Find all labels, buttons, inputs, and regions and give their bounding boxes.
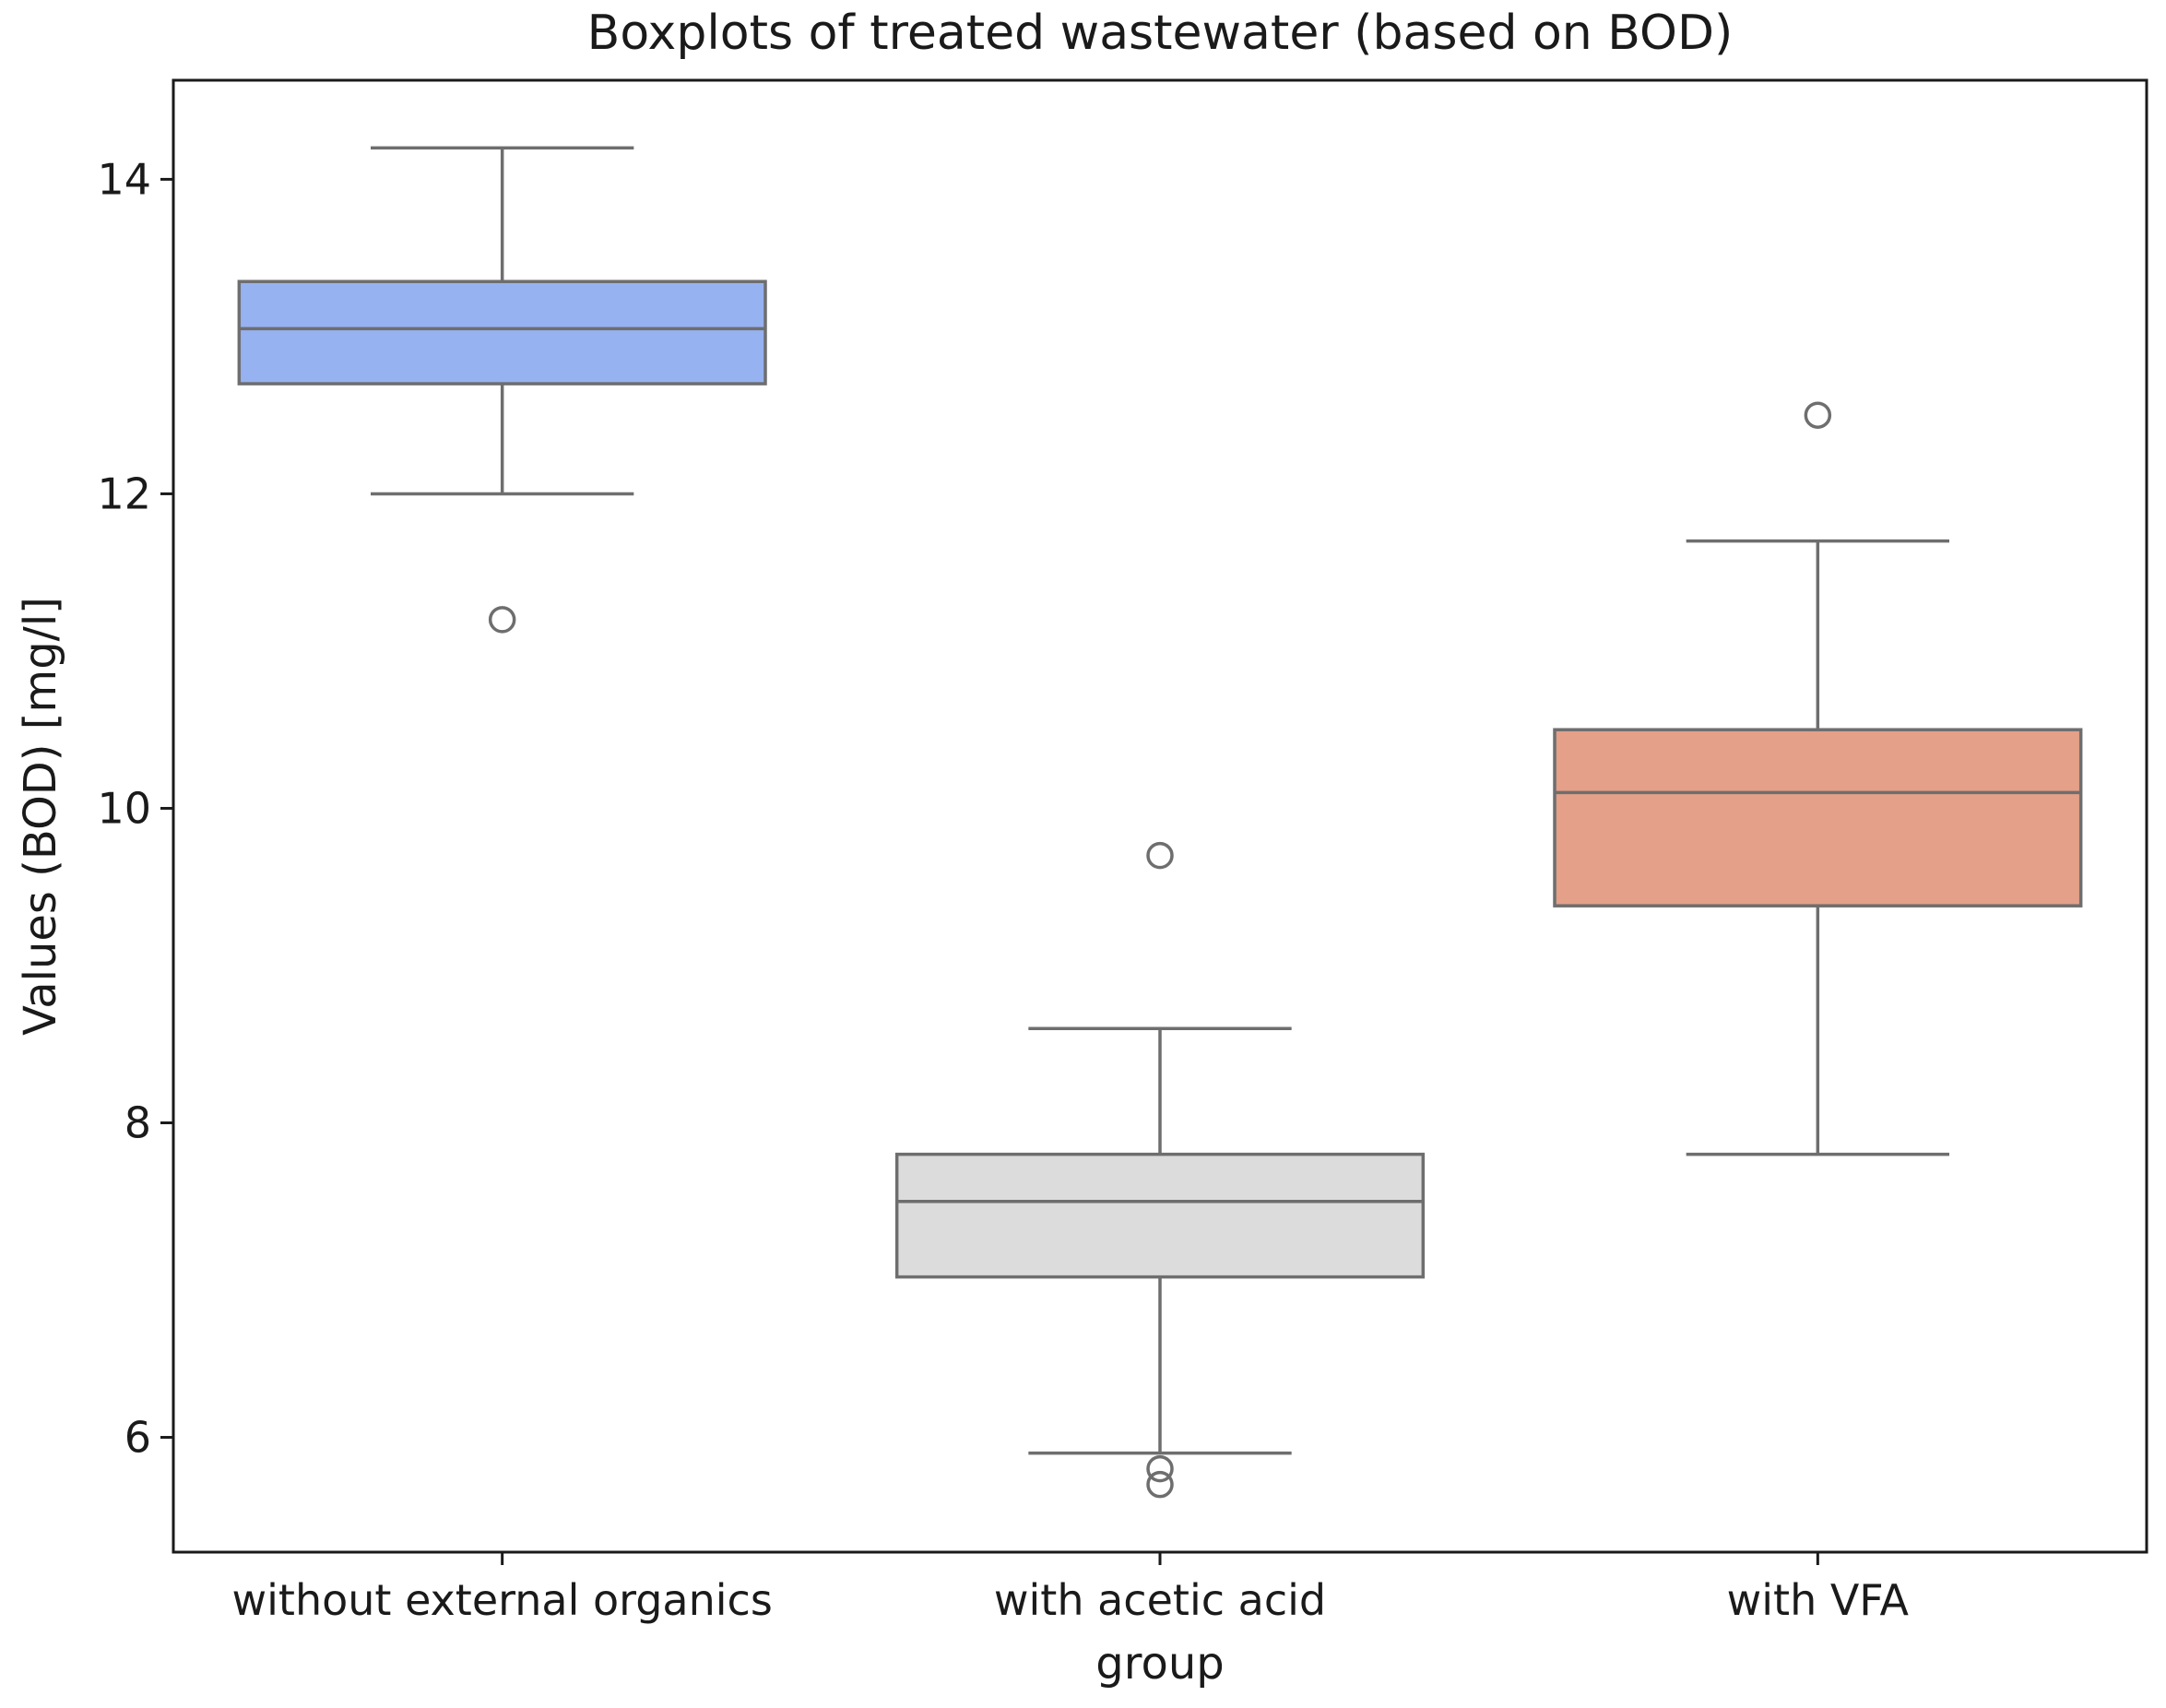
outlier-point bbox=[1146, 1454, 1174, 1483]
x-axis-label: group bbox=[1095, 1638, 1224, 1690]
box-group bbox=[237, 146, 767, 634]
outlier-point bbox=[1146, 841, 1174, 870]
iqr-box bbox=[1553, 728, 2083, 907]
y-tick-label: 10 bbox=[97, 783, 151, 833]
outlier-point bbox=[1804, 401, 1832, 429]
y-tick-label: 12 bbox=[97, 469, 151, 518]
y-tick-label: 14 bbox=[97, 154, 151, 204]
iqr-box bbox=[894, 1152, 1426, 1279]
outlier-point bbox=[488, 606, 516, 634]
chart-title: Boxplots of treated wastewater (based on… bbox=[587, 6, 1734, 61]
box-series bbox=[237, 146, 2083, 1499]
y-tick-label: 8 bbox=[124, 1098, 151, 1148]
y-axis-label: Values (BOD) [mg/l] bbox=[15, 597, 66, 1036]
y-tick-label: 6 bbox=[124, 1413, 151, 1463]
iqr-box bbox=[237, 279, 767, 385]
y-axis: 6 8 10 12 14 bbox=[97, 154, 173, 1463]
x-tick-label: without external organics bbox=[232, 1575, 773, 1625]
outlier-point bbox=[1146, 1470, 1174, 1499]
x-tick-label: with VFA bbox=[1727, 1575, 1910, 1625]
box-group bbox=[1553, 401, 2083, 1156]
x-tick-label: with acetic acid bbox=[994, 1575, 1326, 1625]
x-axis: without external organics with acetic aci… bbox=[232, 1552, 1910, 1625]
box-group bbox=[894, 841, 1426, 1499]
